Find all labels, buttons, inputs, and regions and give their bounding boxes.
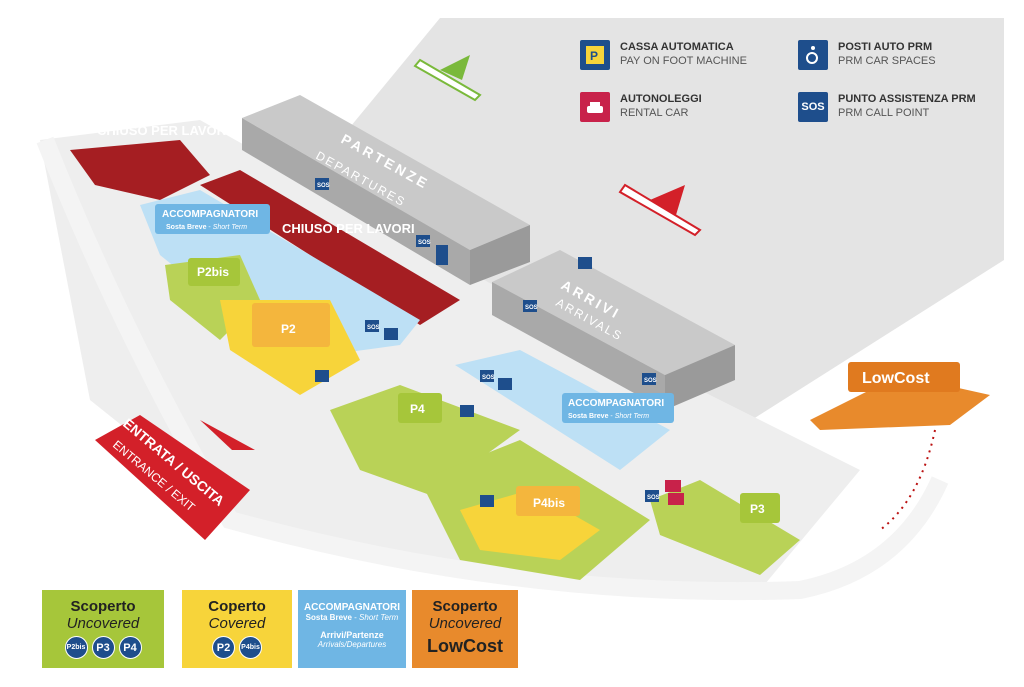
svg-text:SOS: SOS bbox=[482, 375, 495, 381]
arrivals-building-side bbox=[665, 345, 735, 410]
pay-machine-marker-3 bbox=[315, 370, 329, 382]
svg-text:SOS: SOS bbox=[525, 305, 538, 311]
svg-text:P4: P4 bbox=[410, 402, 425, 416]
svg-text:P2bis: P2bis bbox=[197, 265, 229, 279]
svg-text:ACCOMPAGNATORI: ACCOMPAGNATORI bbox=[568, 398, 664, 409]
lowcost-logo: LowCost bbox=[427, 636, 503, 656]
svg-text:P2: P2 bbox=[281, 322, 296, 336]
lowcost-pin: LowCost bbox=[848, 362, 960, 392]
legend-accompanying: ACCOMPAGNATORI Sosta Breve - Short Term … bbox=[298, 590, 406, 668]
green-airplane-icon bbox=[413, 55, 482, 102]
p4bis-badge: P4bis bbox=[239, 636, 262, 659]
closed-area-1 bbox=[70, 140, 210, 200]
svg-text:SOS: SOS bbox=[317, 183, 330, 189]
sos-marker-1: SOS bbox=[315, 178, 330, 190]
red-airplane-icon bbox=[618, 183, 702, 237]
rental-car-marker-2 bbox=[668, 493, 684, 505]
svg-text:SOS: SOS bbox=[647, 495, 660, 501]
p2bis-pin: P2bis bbox=[188, 258, 240, 286]
sos-marker-2: SOS bbox=[416, 235, 431, 247]
sos-marker-4: SOS bbox=[642, 373, 657, 385]
svg-text:P4bis: P4bis bbox=[533, 496, 565, 510]
apron-area bbox=[290, 18, 1004, 440]
wheelchair-marker-1 bbox=[384, 328, 398, 340]
svg-text:Sosta Breve - Short Term: Sosta Breve - Short Term bbox=[166, 224, 247, 231]
accompanying-pin-2: ACCOMPAGNATORI Sosta Breve - Short Term bbox=[562, 393, 674, 423]
lowcost-dotted-path bbox=[879, 429, 936, 531]
p3-badge: P3 bbox=[91, 636, 115, 659]
arrivals-building-top bbox=[492, 250, 735, 375]
sos-marker-7: SOS bbox=[645, 490, 660, 502]
p2bis-badge: P2bis bbox=[64, 636, 88, 659]
wheelchair-marker-3 bbox=[460, 405, 474, 417]
svg-text:P: P bbox=[590, 49, 598, 63]
svg-text:SOS: SOS bbox=[367, 325, 380, 331]
legend-pay-machine: P CASSA AUTOMATICA PAY ON FOOT MACHINE bbox=[580, 40, 747, 70]
p2-pin: P2 bbox=[252, 303, 330, 347]
svg-text:ACCOMPAGNATORI: ACCOMPAGNATORI bbox=[162, 209, 258, 220]
pay-machine-marker-1 bbox=[436, 245, 448, 265]
wheelchair-icon bbox=[798, 40, 828, 70]
sos-marker-6: SOS bbox=[480, 370, 495, 382]
legend-rental-car: AUTONOLEGGI RENTAL CAR bbox=[580, 92, 702, 122]
legend-prm-spaces: POSTI AUTO PRM PRM CAR SPACES bbox=[798, 40, 936, 70]
legend-lowcost: Scoperto Uncovered LowCost bbox=[412, 590, 518, 668]
p4bis-pin: P4bis bbox=[516, 486, 580, 516]
svg-text:LowCost: LowCost bbox=[862, 370, 930, 387]
rental-car-icon bbox=[580, 92, 610, 122]
svg-text:SOS: SOS bbox=[418, 240, 431, 246]
p4-badge: P4 bbox=[118, 636, 142, 659]
entrance-sign bbox=[95, 415, 250, 540]
p4bis-covered bbox=[460, 490, 600, 560]
sos-marker-3: SOS bbox=[523, 300, 538, 312]
sos-marker-5: SOS bbox=[365, 320, 380, 332]
accompanying-pin-1: ACCOMPAGNATORI Sosta Breve - Short Term bbox=[155, 204, 270, 234]
rental-car-marker bbox=[665, 480, 681, 492]
legend-uncovered: Scoperto Uncovered P2bis P3 P4 bbox=[42, 590, 164, 668]
legend-covered: Coperto Covered P2 P4bis bbox=[182, 590, 292, 668]
svg-text:P3: P3 bbox=[750, 502, 765, 516]
p4-pin: P4 bbox=[398, 393, 442, 423]
svg-text:Sosta Breve - Short Term: Sosta Breve - Short Term bbox=[568, 413, 649, 420]
pay-machine-marker-2 bbox=[578, 257, 592, 269]
outer-road bbox=[36, 136, 949, 601]
p2-badge: P2 bbox=[212, 636, 235, 659]
wheelchair-marker-2 bbox=[498, 378, 512, 390]
sos-icon: SOS bbox=[798, 92, 828, 122]
p3-area bbox=[650, 480, 800, 575]
departures-building-side bbox=[470, 225, 530, 285]
svg-text:SOS: SOS bbox=[644, 378, 657, 384]
map-legend: P CASSA AUTOMATICA PAY ON FOOT MACHINE A… bbox=[580, 40, 1000, 140]
pay-machine-icon: P bbox=[580, 40, 610, 70]
arrivals-building-front bbox=[492, 282, 665, 410]
departures-building-top bbox=[242, 95, 530, 250]
departures-building-front bbox=[242, 118, 470, 285]
pay-machine-marker-4 bbox=[480, 495, 494, 507]
entrance-arrow-icon bbox=[200, 420, 255, 450]
closed-label-2: CHIUSO PER LAVORI bbox=[282, 221, 415, 236]
p3-pin: P3 bbox=[740, 493, 780, 523]
closed-label-1: CHIUSO PER LAVORI bbox=[97, 123, 230, 138]
legend-prm-call: SOS PUNTO ASSISTENZA PRM PRM CALL POINT bbox=[798, 92, 976, 122]
